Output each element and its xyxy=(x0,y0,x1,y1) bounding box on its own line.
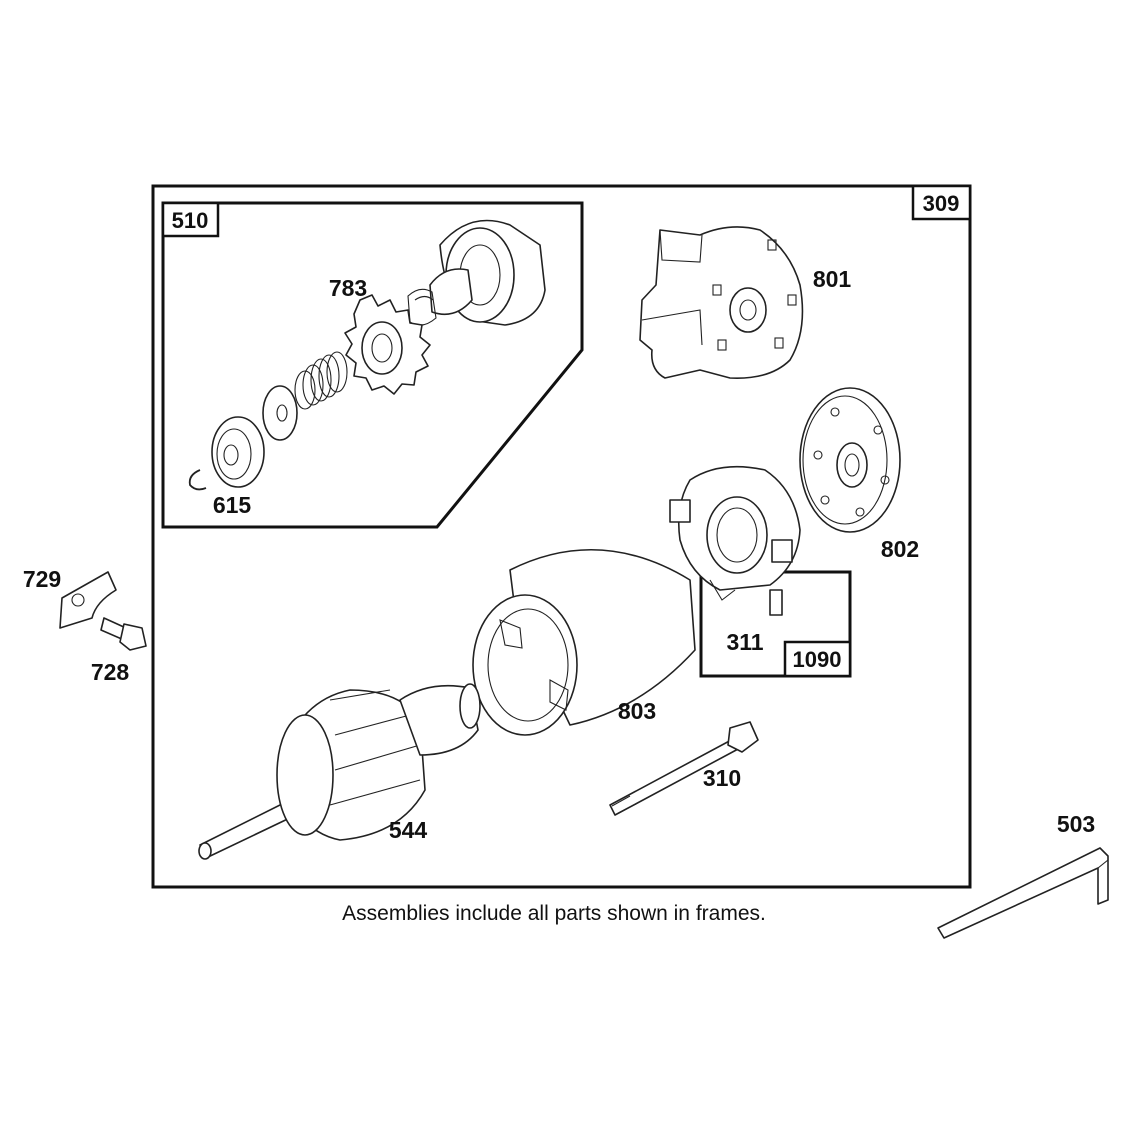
assembly-frame-1090: 1090 xyxy=(699,570,852,678)
stop-collar-drawing xyxy=(211,416,265,488)
label-801: 801 xyxy=(813,266,852,292)
assembly-frame-309: 309 xyxy=(151,184,972,889)
strap-drawing xyxy=(937,847,1109,939)
label-802: 802 xyxy=(881,536,919,562)
label-310: 310 xyxy=(703,765,741,791)
label-803: 803 xyxy=(618,698,656,724)
brush-holder-drawing xyxy=(669,465,801,616)
end-cap-drawing xyxy=(799,387,901,533)
drive-housing-drawing xyxy=(407,219,546,326)
mounting-bracket-drawing xyxy=(639,226,804,379)
armature-drawing xyxy=(198,683,481,860)
label-503: 503 xyxy=(1057,811,1095,837)
frame-label-1090: 1090 xyxy=(793,647,842,672)
through-bolt-drawing xyxy=(609,721,759,816)
label-311: 311 xyxy=(726,629,763,655)
plate-drawing xyxy=(59,571,117,629)
pinion-gear-drawing xyxy=(344,294,431,395)
screw-drawing xyxy=(100,617,147,651)
label-783: 783 xyxy=(329,275,367,301)
label-615: 615 xyxy=(213,492,252,518)
assembly-frame-510: 510 xyxy=(161,201,584,529)
label-729: 729 xyxy=(23,566,61,592)
assembly-note: Assemblies include all parts shown in fr… xyxy=(342,902,766,925)
retaining-ring-drawing xyxy=(188,469,207,491)
washer-drawing xyxy=(262,385,298,441)
frame-label-309: 309 xyxy=(923,191,960,216)
frame-label-510: 510 xyxy=(172,208,209,233)
label-544: 544 xyxy=(389,817,428,843)
motor-housing-drawing xyxy=(472,548,696,736)
spring-drawing xyxy=(294,351,348,410)
label-728: 728 xyxy=(91,659,130,685)
